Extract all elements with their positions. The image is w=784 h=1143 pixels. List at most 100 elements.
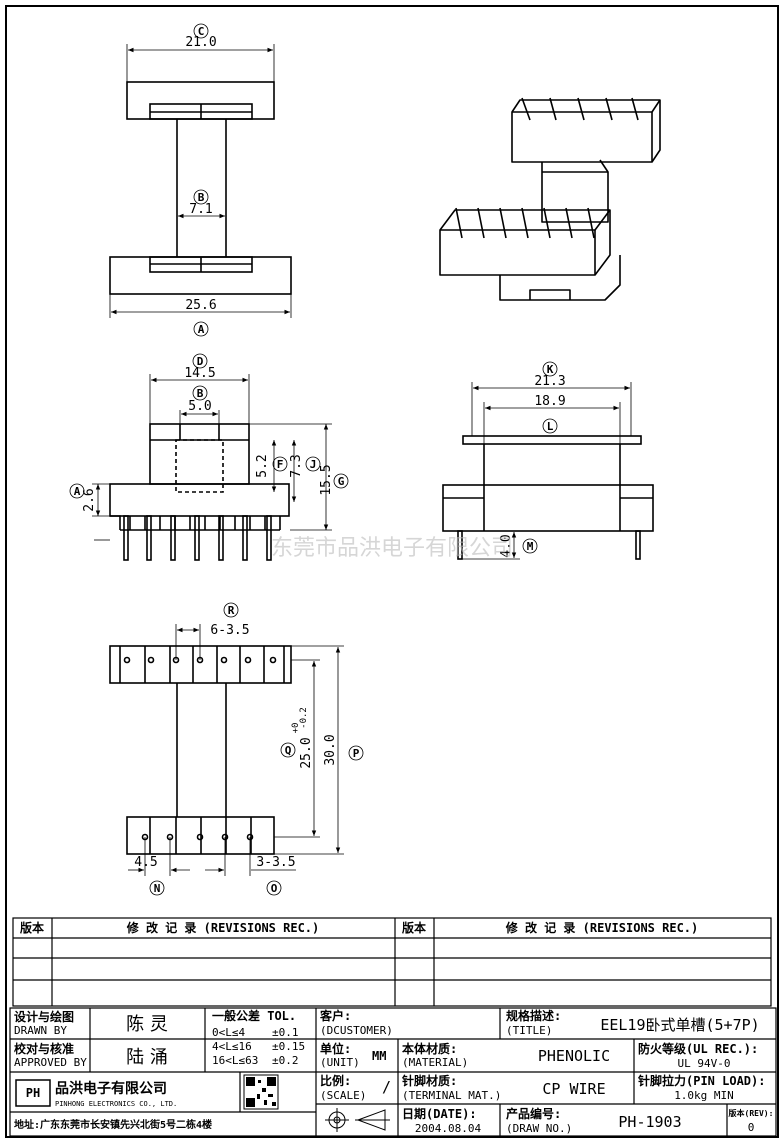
dim-21-0: 21.0 [185, 35, 216, 50]
label-b-top: B [198, 191, 205, 204]
revisions-table [12, 917, 772, 1007]
material-value: PHENOLIC [538, 1047, 610, 1065]
scale-value: / [382, 1078, 391, 1096]
ul-value: UL 94V-0 [678, 1057, 731, 1070]
dim-3-3-5: 3-3.5 [256, 855, 295, 870]
front-view-dims [69, 353, 349, 541]
label-k: K [547, 363, 554, 376]
customer-label-en: (DCUSTOMER) [320, 1024, 393, 1037]
dim-4-0: 4.0 [499, 534, 514, 557]
label-r: R [228, 604, 235, 617]
drawn-by-label: 设计与绘图 [14, 1009, 74, 1024]
label-a-front: A [74, 485, 81, 498]
material-label: 本体材质: [402, 1041, 457, 1056]
tol-range-2: 4<L≤16 [212, 1040, 252, 1053]
label-m: M [527, 540, 534, 553]
dim-15-5: 15.5 [319, 464, 334, 495]
terminal-value: CP WIRE [542, 1080, 605, 1098]
dim-25-6: 25.6 [185, 298, 216, 313]
drawno-value: PH-1903 [618, 1113, 681, 1131]
unit-value: MM [372, 1049, 386, 1063]
isometric-view [439, 97, 661, 301]
label-l: L [547, 420, 554, 433]
label-q: Q [285, 744, 292, 757]
pinload-label: 针脚拉力(PIN LOAD): [638, 1073, 765, 1088]
projection-symbol-icon [325, 1108, 390, 1132]
date-label: 日期(DATE): [402, 1106, 477, 1121]
dim-2-6: 2.6 [82, 488, 97, 511]
dim-18-9: 18.9 [534, 394, 565, 409]
tol-plus: +0 [291, 723, 301, 734]
rev-col-ver-right: 版本 [402, 920, 426, 935]
side-view-dims [462, 361, 632, 560]
dim-7-3: 7.3 [289, 454, 304, 477]
drawn-by-value: 陈 灵 [126, 1014, 168, 1035]
label-a-top: A [198, 323, 205, 336]
terminal-label: 针脚材质: [402, 1073, 457, 1088]
drawno-label-en: (DRAW NO.) [506, 1122, 572, 1135]
title-value: EEL19卧式单槽(5+7P) [600, 1016, 759, 1034]
rev-value: 0 [748, 1121, 755, 1134]
label-p: P [353, 747, 360, 760]
front-view [109, 423, 290, 561]
approved-by-value: 陆 涌 [126, 1047, 168, 1068]
bottom-view [109, 645, 292, 855]
dim-7-1: 7.1 [189, 202, 212, 217]
tol-minus: -0.2 [299, 707, 309, 729]
dim-5-2: 5.2 [255, 454, 270, 477]
top-view-dims [109, 23, 292, 337]
top-view [109, 81, 292, 295]
scale-label-en: (SCALE) [320, 1089, 366, 1102]
tol-range-1: 0<L≤4 [212, 1026, 245, 1039]
rev-col-rec-left: 修 改 记 录 (REVISIONS REC.) [126, 920, 320, 935]
tol-range-3: 16<L≤63 [212, 1054, 258, 1067]
company-name-cn: 品洪电子有限公司 [55, 1080, 167, 1097]
company-logo-text: PH [26, 1086, 40, 1100]
label-f: F [277, 458, 284, 471]
approved-by-label: 校对与核准 [14, 1041, 74, 1056]
title-label-en: (TITLE) [506, 1024, 552, 1037]
pinload-value: 1.0kg MIN [674, 1089, 734, 1102]
sheet-border [5, 5, 779, 1138]
label-d: D [197, 355, 204, 368]
drawn-by-label-en: DRAWN BY [14, 1024, 67, 1037]
title-block-grid [9, 1007, 777, 1137]
drawno-label: 产品编号: [506, 1106, 561, 1121]
customer-label: 客户: [319, 1008, 351, 1023]
company-address: 地址:广东东莞市长安镇先兴北街5号二栋4楼 [14, 1118, 212, 1131]
title-label: 规格描述: [506, 1008, 561, 1023]
label-o: O [271, 882, 278, 895]
rev-label: 版本(REV): [728, 1108, 774, 1118]
material-label-en: (MATERIAL) [402, 1056, 468, 1069]
label-g: G [338, 475, 345, 488]
date-value: 2004.08.04 [415, 1122, 482, 1135]
tol-value-1: ±0.1 [272, 1026, 299, 1039]
company-logo [15, 1079, 51, 1107]
dim-6-3-5: 6-3.5 [210, 623, 249, 638]
label-j: J [310, 458, 317, 471]
approved-by-label-en: APPROVED BY [14, 1056, 87, 1069]
dim-21-3: 21.3 [534, 374, 565, 389]
label-c: C [198, 25, 205, 38]
tol-value-3: ±0.2 [272, 1054, 299, 1067]
unit-label-en: (UNIT) [320, 1056, 360, 1069]
label-n: N [154, 882, 161, 895]
dim-30-0: 30.0 [323, 734, 338, 765]
scale-label: 比例: [320, 1073, 351, 1088]
unit-label: 单位: [320, 1041, 351, 1056]
label-b-front: B [197, 387, 204, 400]
rev-col-ver-left: 版本 [20, 920, 44, 935]
bottom-view-dims [128, 602, 364, 896]
dim-25-0: 25.0 [299, 737, 314, 768]
side-view [442, 435, 654, 560]
qr-code-icon [243, 1074, 279, 1110]
watermark: 东莞市品洪电子有限公司 [271, 536, 513, 561]
dim-4-5: 4.5 [134, 855, 157, 870]
dim-14-5: 14.5 [184, 366, 215, 381]
terminal-label-en: (TERMINAL MAT.) [402, 1089, 501, 1102]
ul-label: 防火等级(UL REC.): [638, 1041, 758, 1056]
rev-col-rec-right: 修 改 记 录 (REVISIONS REC.) [505, 920, 699, 935]
tol-value-2: ±0.15 [272, 1040, 305, 1053]
company-name-en: PINHONG ELECTRONICS CO., LTD. [55, 1100, 177, 1108]
